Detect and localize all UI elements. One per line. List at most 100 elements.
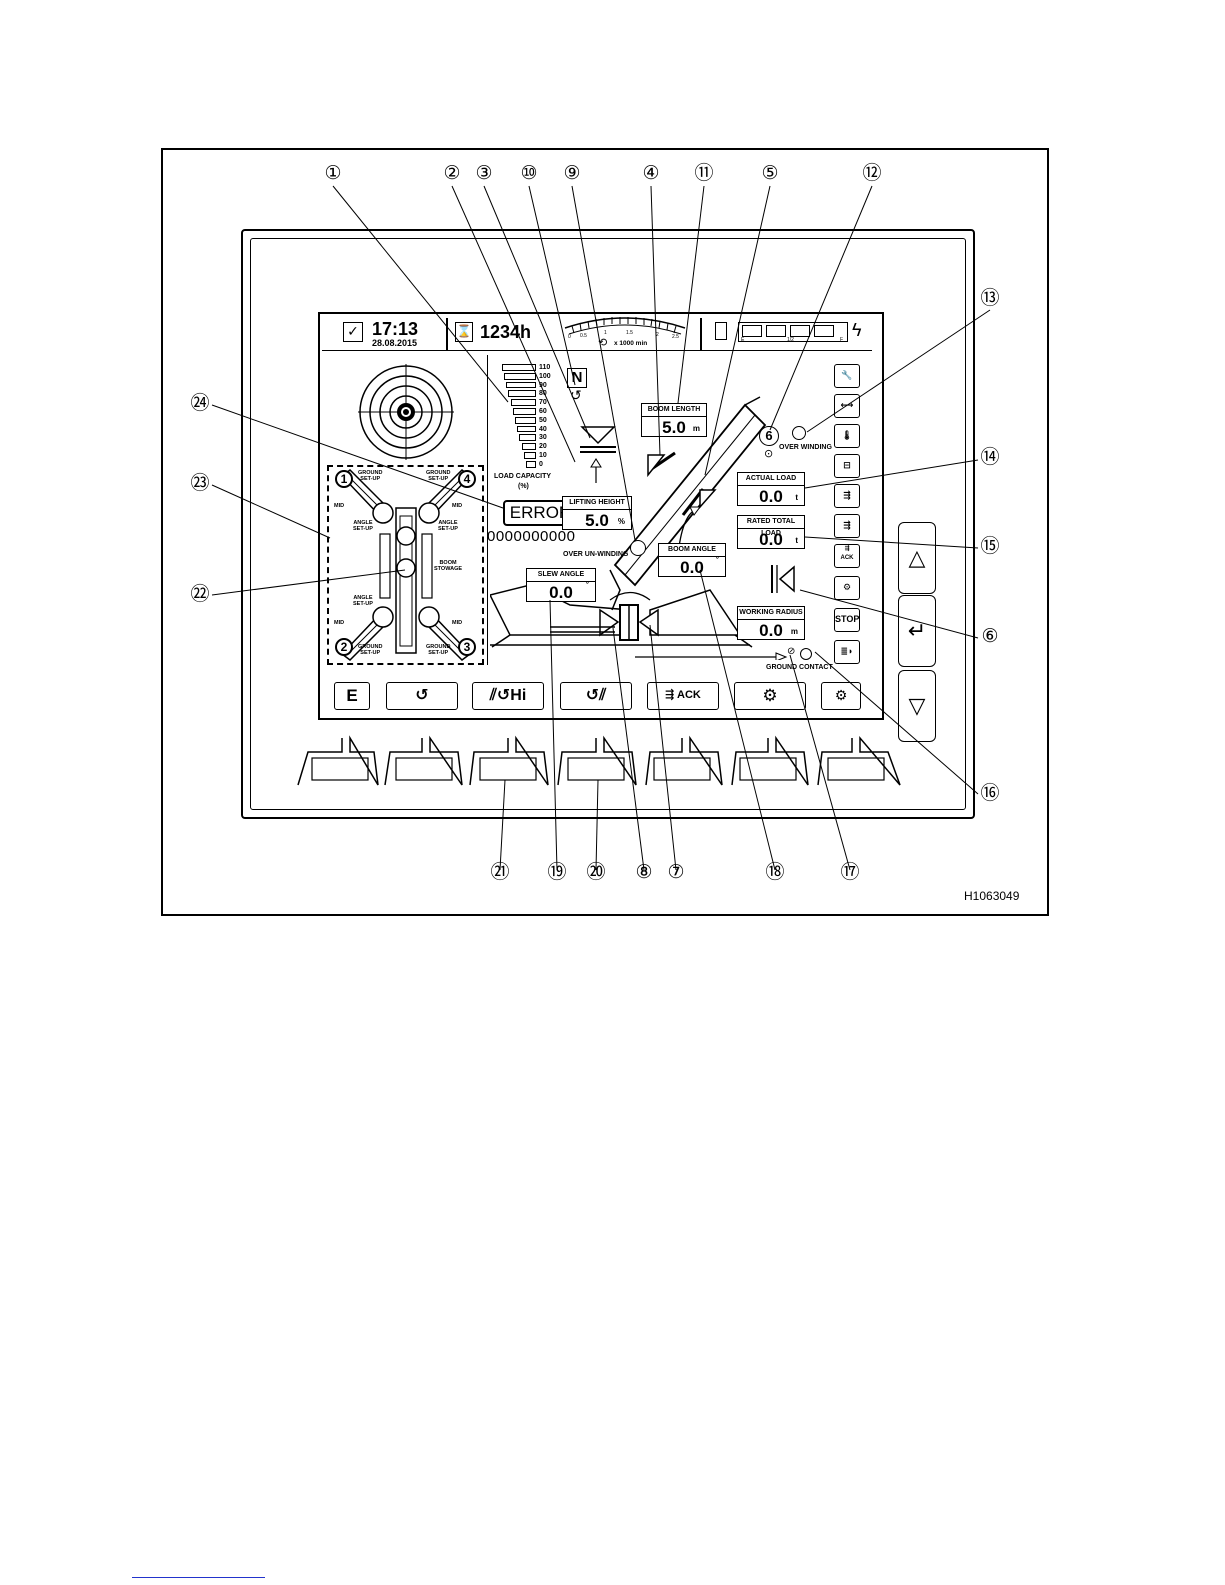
load-capacity-bar [506,381,536,389]
slew-angle-value: 0.0 [549,583,573,602]
load-capacity-bar [501,364,536,371]
boom-length-label: BOOM LENGTH [642,404,706,417]
soft-button-ack-label: ACK [677,689,701,701]
load-capacity-bar [508,390,536,398]
rated-total-load-label: RATED TOTAL LOAD [738,516,804,537]
slew-angle-label: SLEW ANGLE [527,569,595,582]
working-radius-value: 0.0 [759,621,783,640]
exhaust-ack-button[interactable]: ⇶ACK [834,544,860,568]
callout-21: ㉑ [490,862,510,883]
callout-11: ⑪ [694,163,714,184]
soft-button-e[interactable]: E [334,682,370,710]
actual-load-label: ACTUAL LOAD [738,473,804,486]
operating-hours: 1234h [480,322,532,342]
enter-button[interactable]: ↵ [898,595,936,667]
soft-button-ack[interactable]: ⇶ ACK [647,682,719,710]
callout-1: ① [324,163,342,184]
callout-13: ⑬ [980,288,1000,309]
exhaust-temp-button[interactable]: ⇶ [834,514,860,538]
ground-contact-icon: ⊘ [787,646,796,657]
load-capacity-bar [512,408,536,415]
callout-16: ⑯ [980,783,1000,804]
hoist-indicator [580,426,616,483]
callout-24: ㉔ [190,393,210,414]
load-capacity-bar [523,452,536,459]
load-capacity-tick: 60 [539,408,547,415]
rpm-tick-4: 2 [656,332,659,338]
level-indicator [358,364,454,460]
soft-button-hook-boom[interactable]: ↺⫽ [560,682,632,710]
status-divider-2 [700,318,702,350]
engine-rpm-icon: ⟲ [598,337,608,349]
ground-setup-label-4: GROUND SET-UP [426,470,451,482]
angle-setup-label-1: ANGLE SET-UP [353,520,373,532]
hook-number: 6 [759,426,779,446]
steering-button[interactable]: ⟷ [834,394,860,418]
outrigger-1: 1 [335,470,353,488]
wrench-button[interactable]: 🔧 [834,364,860,388]
boom-length-box: BOOM LENGTH 5.0 m [641,403,707,437]
stop-button[interactable]: STOP [834,608,860,632]
lifting-height-label: LIFTING HEIGHT [563,497,631,510]
exhaust-filter-button[interactable]: ⇶ [834,484,860,508]
load-capacity-tick: 100 [539,372,551,380]
rated-total-load-unit: t [795,536,798,545]
callout-19: ⑲ [547,862,567,883]
ground-setup-label-3: GROUND SET-UP [426,644,451,656]
clock-date: 28.08.2015 [372,338,418,348]
load-capacity-bar [526,460,536,468]
load-capacity-bar [515,416,536,424]
callout-9: ⑨ [563,163,581,184]
working-radius-unit: m [790,627,798,636]
load-capacity-tick: 10 [539,452,547,459]
slew-angle-box: SLEW ANGLE 0.0 ° [526,568,596,602]
load-capacity-tick: 0 [539,460,543,468]
boom-angle-box: BOOM ANGLE 0.0 ° [658,543,726,577]
exhaust-ack-label: ACK [840,555,854,561]
screen-divider [487,355,489,665]
fuel-full-label: F [840,337,844,343]
headlight-button[interactable]: ≣◗ [834,640,860,664]
figure-frame [161,148,1049,916]
callout-15: ⑮ [980,536,1000,557]
engine-check-button[interactable]: ⚙ [834,576,860,600]
outrigger-3: 3 [458,638,476,656]
mid-label-3: MID [452,620,463,626]
callout-4: ④ [642,163,660,184]
rpm-tick-5: 2.5 [672,334,679,340]
callout-22: ㉒ [190,584,210,605]
boom-length-unit: m [692,424,700,433]
load-capacity-tick: 90 [539,381,547,389]
mid-label-4: MID [452,503,463,509]
lightning-icon: ϟ [852,320,862,340]
soft-button-hi[interactable]: ⫽↺Hi [472,682,544,710]
hourglass-icon: ⌛ [455,322,473,342]
battery-button[interactable]: ⊟ [834,454,860,478]
callout-8: ⑧ [635,862,653,883]
soft-button-hook[interactable]: ↺ [386,682,458,710]
over-winding-label: OVER WINDING [779,444,832,451]
callout-leaders [211,185,991,871]
rpm-unit: x 1000 min [614,340,648,347]
callout-23: ㉓ [190,473,210,494]
lifting-height-box: LIFTING HEIGHT 5.0 % [562,496,632,530]
load-capacity-tick: 110 [539,364,551,371]
rpm-tick-1: 0.5 [580,333,587,339]
event-counter: 0000000000 [487,528,576,545]
actual-load-unit: t [795,493,798,502]
lifting-height-unit: % [617,517,625,526]
over-winding-lamp [792,426,806,440]
outrigger-panel [327,465,484,665]
rated-total-load-box: RATED TOTAL LOAD 0.0 t [737,515,805,549]
fuel-gauge [738,322,848,342]
down-arrow-button[interactable]: ▽ [898,670,936,742]
rated-total-load-value: 0.0 [759,530,783,549]
boom-angle-value: 0.0 [680,558,704,577]
working-radius-label: WORKING RADIUS [738,607,804,620]
status-bar [322,318,872,351]
coolant-temp-button[interactable]: 🌡 [834,424,860,448]
callout-7: ⑦ [667,862,685,883]
up-arrow-button[interactable]: △ [898,522,936,594]
status-divider-1 [446,318,448,350]
soft-button-settings[interactable]: ⚙ [734,682,806,710]
